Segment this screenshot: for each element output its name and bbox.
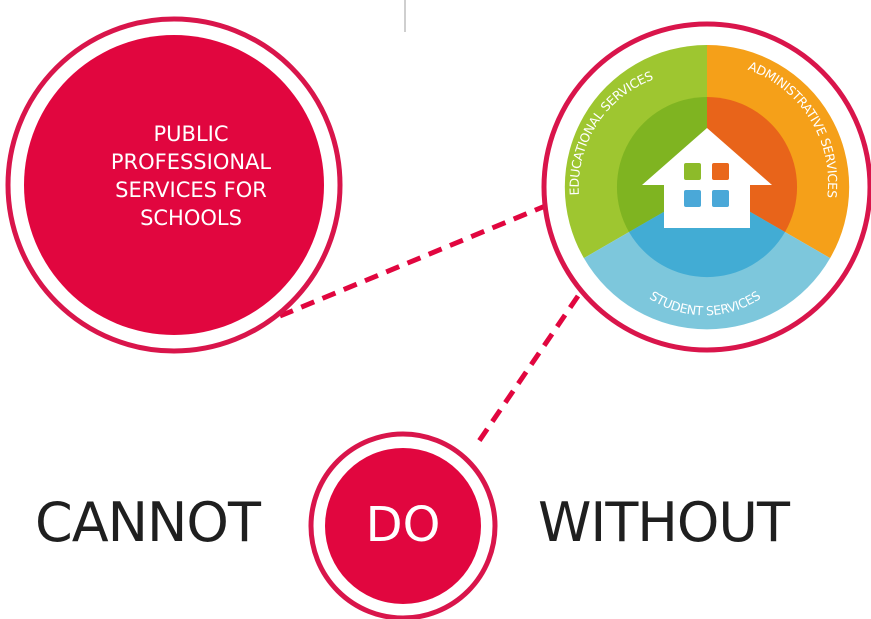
house-icon — [642, 128, 772, 228]
do-circle — [308, 431, 498, 619]
connector-dashed-bottom — [472, 294, 581, 449]
services-wheel: EDUCATIONAL SERVICES ADMINISTRATIVE SERV… — [541, 21, 871, 353]
public-services-line: PROFESSIONAL — [110, 150, 272, 174]
word-without: WITHOUT — [538, 491, 790, 554]
public-services-circle — [5, 16, 343, 354]
word-do: DO — [365, 497, 441, 553]
connector-dashed-left — [279, 201, 551, 319]
public-services-label: PUBLIC PROFESSIONAL SERVICES FOR SCHOOLS — [96, 120, 286, 232]
public-services-line: SERVICES FOR — [115, 178, 267, 202]
word-cannot: CANNOT — [35, 491, 261, 554]
public-services-line: SCHOOLS — [140, 206, 242, 230]
public-services-line: PUBLIC — [153, 122, 229, 146]
